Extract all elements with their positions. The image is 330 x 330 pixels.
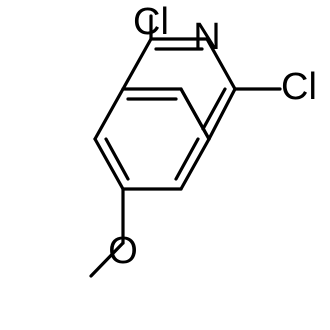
bond-c3-c4 [179, 137, 211, 191]
bond-c12-c2 [179, 87, 211, 141]
pyridine-double-right [201, 87, 227, 131]
nitrogen-label: N [193, 16, 220, 58]
cl-right-label: Cl [281, 66, 317, 108]
bond-o-methyl [89, 241, 125, 278]
bond-c5-c6 [93, 137, 125, 191]
benzo-double-left [104, 137, 130, 181]
bond-c11-c12 [207, 87, 237, 141]
benzo-double-right [174, 137, 200, 181]
bond-c6-c1 [93, 87, 125, 141]
bond-n-c11 [205, 37, 237, 91]
oxygen-label: O [108, 230, 138, 272]
cl-top-label: Cl [133, 1, 169, 43]
bond-c1-c9 [121, 37, 153, 91]
